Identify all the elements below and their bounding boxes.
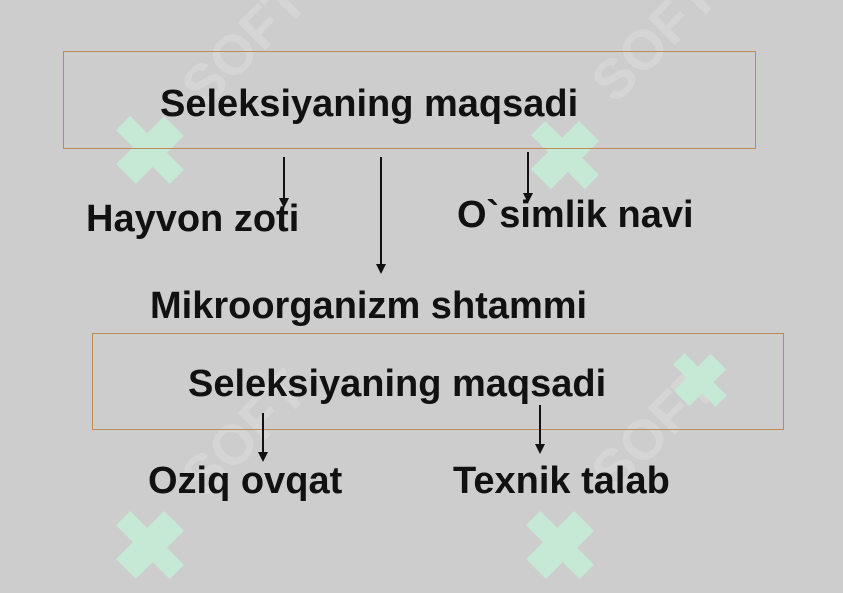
microorganism-strain-label: Mikroorganizm shtammi	[150, 285, 588, 327]
watermark-logo-icon	[673, 353, 727, 407]
arrow-down-icon	[279, 157, 289, 208]
watermark-logo-icon	[116, 511, 184, 579]
watermark-logo-icon	[526, 511, 594, 579]
bottom-goal-title: Seleksiyaning maqsadi	[188, 363, 607, 405]
plant-variety-label: O`simlik navi	[457, 194, 694, 236]
technical-requirement-label: Texnik talab	[453, 460, 670, 502]
top-goal-title: Seleksiyaning maqsadi	[160, 83, 579, 125]
arrow-down-icon	[523, 152, 533, 203]
animal-breed-label: Hayvon zoti	[86, 198, 300, 240]
watermark-logo-icon	[116, 116, 184, 184]
arrow-down-icon	[258, 413, 268, 462]
arrow-down-icon	[535, 405, 545, 454]
food-label: Oziq ovqat	[148, 460, 343, 502]
bottom-goal-box	[92, 333, 784, 430]
top-goal-box	[63, 51, 756, 149]
watermark-logo-icon	[531, 121, 599, 189]
arrow-down-icon	[376, 157, 386, 274]
